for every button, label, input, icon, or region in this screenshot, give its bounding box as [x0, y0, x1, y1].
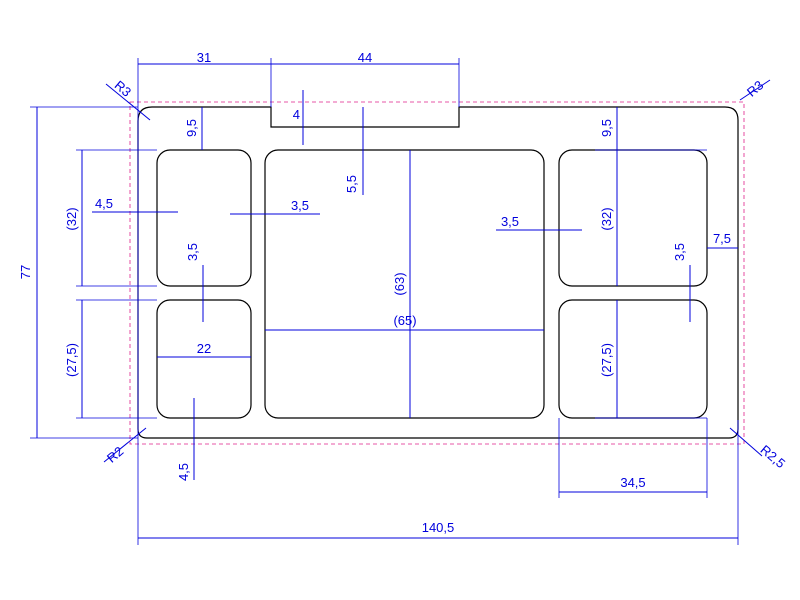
dimension-lines: [36, 63, 771, 539]
dim-center-width: (65): [393, 313, 416, 328]
dim-gap-vertical-right: 3,5: [672, 243, 687, 261]
pocket-center: [264, 149, 545, 419]
part-outline: [137, 106, 739, 439]
dim-radius-top-right: R3: [744, 77, 766, 99]
dim-pocket-lower-height-left: (27,5): [64, 343, 79, 377]
dim-tab-width: 44: [358, 50, 372, 65]
dim-top-margin-left: 9,5: [184, 119, 199, 137]
dim-right-pocket-width: 34,5: [620, 475, 645, 490]
extension-lines: [30, 58, 739, 545]
dim-gap-left: 3,5: [291, 198, 309, 213]
dim-right-margin: 7,5: [713, 231, 731, 246]
dim-gap-right: 3,5: [501, 214, 519, 229]
dim-pocket-upper-height-left: (32): [64, 207, 79, 230]
dim-center-height: (63): [392, 272, 407, 295]
stock-outline: [129, 101, 745, 445]
dim-overall-width: 140,5: [422, 520, 455, 535]
dim-pocket-lower-height-right: (27,5): [599, 343, 614, 377]
dim-pocket-upper-height-right: (32): [599, 207, 614, 230]
pocket-left-lower: [156, 299, 252, 419]
pocket-right-lower: [558, 299, 708, 419]
dim-left-margin: 4,5: [95, 196, 113, 211]
dim-overall-height: 77: [18, 265, 33, 279]
dim-radius-top-left: R3: [112, 77, 134, 99]
dim-tab-offset: 31: [197, 50, 211, 65]
dim-radius-bottom-right: R2,5: [758, 442, 789, 471]
dim-gap-vertical-left: 3,5: [185, 243, 200, 261]
dim-bottom-margin: 4,5: [176, 463, 191, 481]
dim-small-pocket-width: 22: [197, 341, 211, 356]
dim-top-margin-right: 9,5: [599, 119, 614, 137]
pocket-right-upper: [558, 149, 708, 287]
dim-center-top-margin: 5,5: [344, 175, 359, 193]
pocket-left-upper: [156, 149, 252, 287]
dim-tab-depth: 4: [293, 107, 300, 122]
